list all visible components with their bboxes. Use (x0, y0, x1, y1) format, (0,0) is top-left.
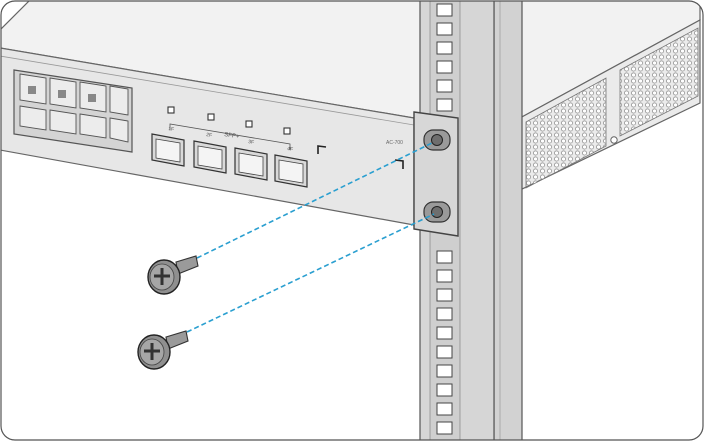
bracket-hole-upper (431, 134, 443, 146)
rack-rail-rear (493, 1, 523, 440)
sfp-led-3 (245, 120, 253, 128)
panel-corner-mark-top (317, 145, 327, 154)
side-vent-grille (525, 77, 607, 189)
bracket-hole-lower (431, 206, 443, 218)
rail-square-hole (436, 364, 453, 378)
rail-square-hole (436, 345, 453, 359)
sfp-port-label-1: 1F (168, 126, 175, 133)
rail-square-hole (436, 326, 453, 340)
sfp-led-row (167, 106, 291, 135)
panel-corner-mark-bottom (394, 159, 404, 169)
sfp-led-4 (283, 127, 291, 135)
rail-square-hole (436, 3, 453, 17)
chassis-front-bevel (1, 55, 415, 126)
rail-square-hole (436, 250, 453, 264)
rail-square-hole (436, 60, 453, 74)
rail-square-hole (436, 421, 453, 435)
rack-rail-holes (436, 3, 453, 435)
rail-square-hole (436, 98, 453, 112)
screw-guide-line-upper (196, 141, 435, 259)
rail-square-hole (436, 41, 453, 55)
rail-square-hole (436, 79, 453, 93)
rail-square-hole (436, 383, 453, 397)
side-screw-hole (610, 136, 618, 144)
sfp-led-2 (207, 113, 215, 121)
rail-square-hole (436, 402, 453, 416)
phillips-cross-icon (144, 343, 160, 360)
port-cage-latches (28, 86, 96, 102)
mounting-bracket (413, 111, 459, 237)
rail-square-hole (436, 307, 453, 321)
sfp-group-label: SFP+ (224, 132, 240, 140)
phillips-cross-icon (154, 268, 170, 285)
rail-square-hole (436, 22, 453, 36)
rail-square-hole (436, 269, 453, 283)
mounting-screw-lower (137, 330, 189, 370)
sfp-led-1 (167, 106, 175, 114)
sfp-port-2 (193, 140, 227, 174)
rail-square-hole (436, 288, 453, 302)
mounting-screw-upper (147, 255, 199, 295)
sfp-port-4 (274, 154, 308, 188)
sfp-group-line (169, 123, 291, 150)
screw-guide-line-lower (186, 213, 435, 333)
sfp-port-1 (151, 133, 185, 167)
sfp-port-label-2: 2F (206, 132, 213, 139)
sfp-port-label-3: 3F (248, 139, 255, 146)
sfp-port-label-4: 4F (287, 146, 294, 153)
sfp-port-3 (234, 147, 268, 181)
side-vent-grille-2 (619, 27, 699, 137)
bracket-model-label: AC-700 (386, 140, 403, 146)
